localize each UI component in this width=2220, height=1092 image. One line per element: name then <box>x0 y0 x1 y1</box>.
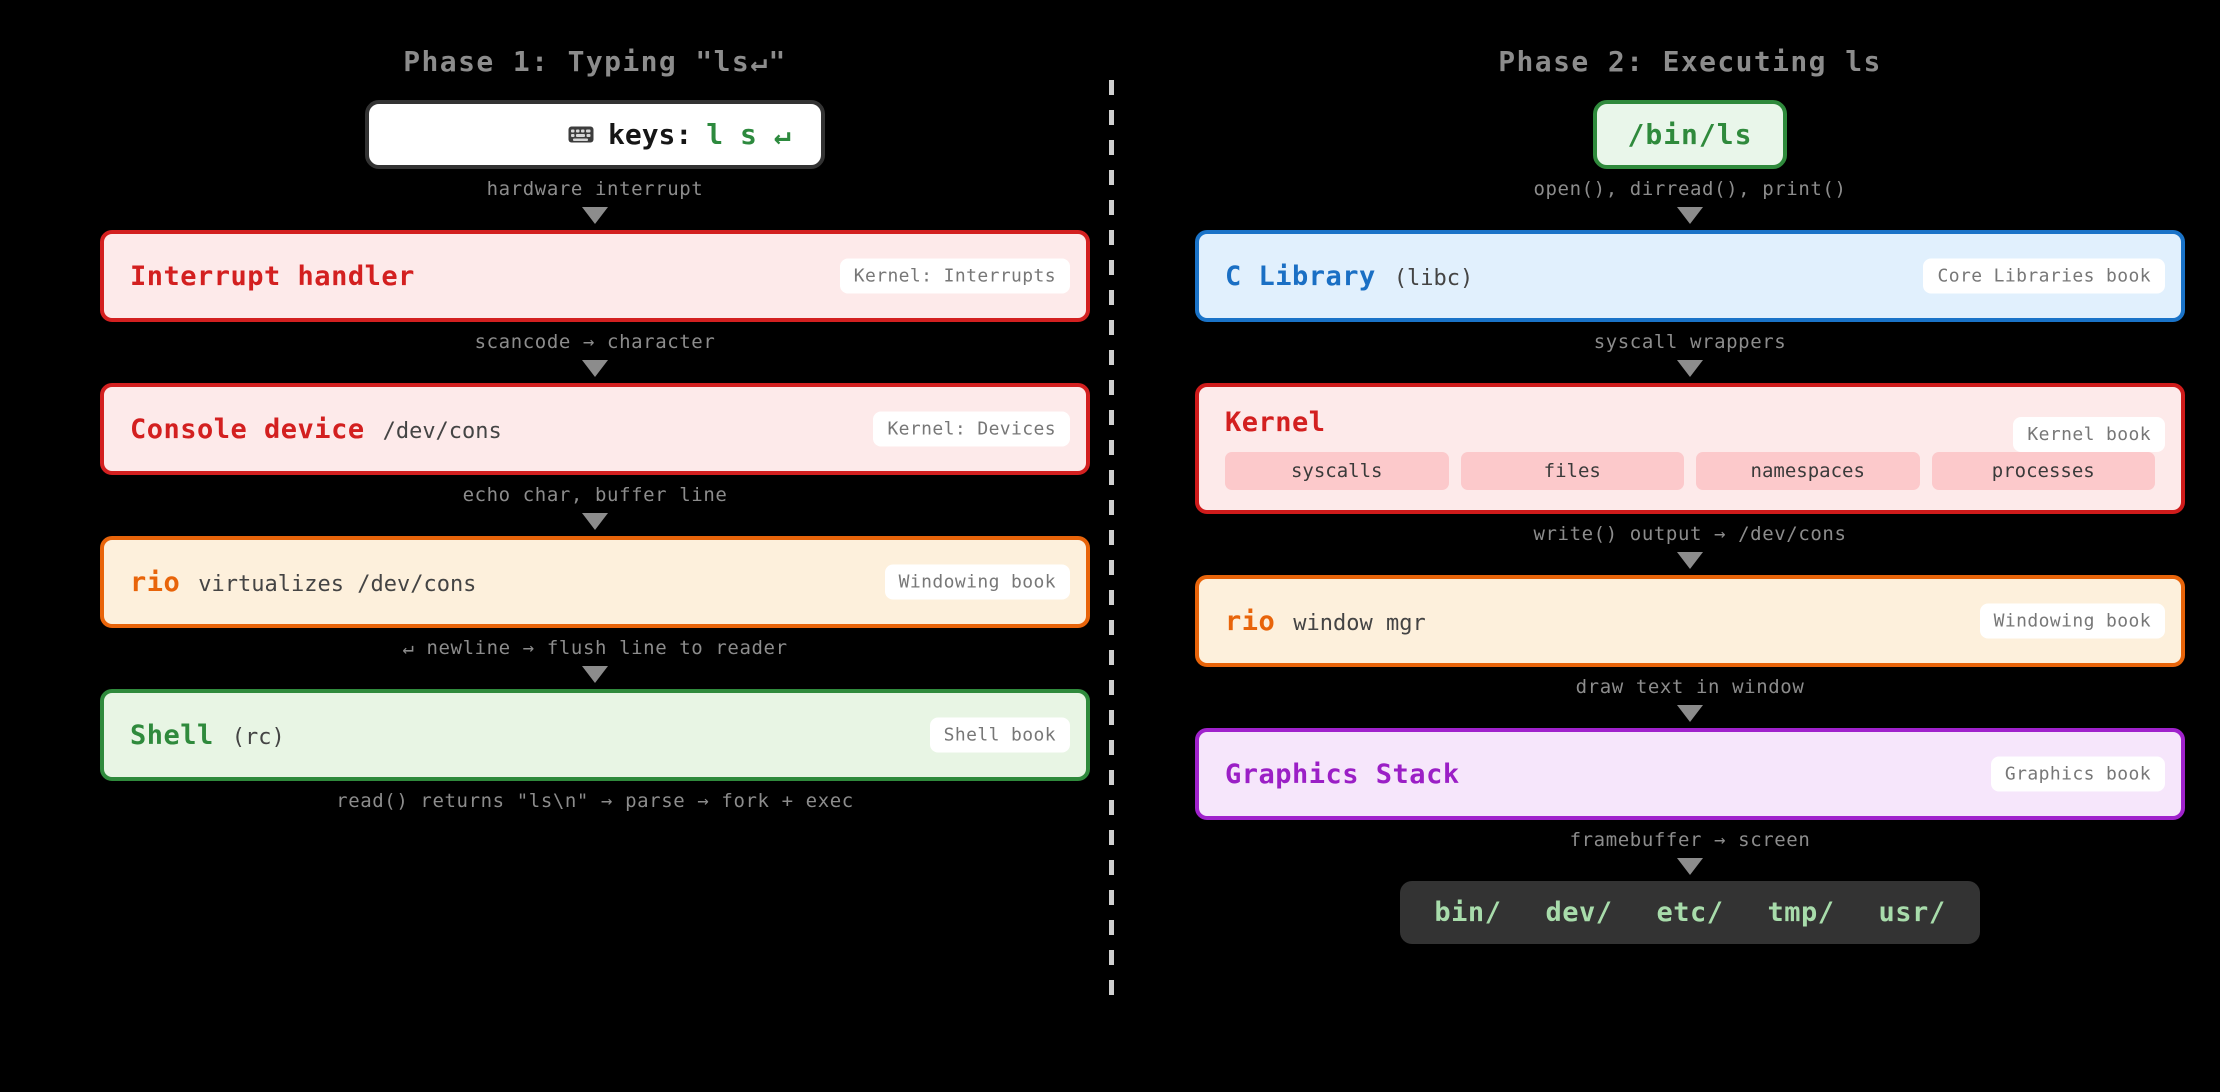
layer-badge[interactable]: Windowing book <box>1979 603 2165 639</box>
layer-rio-window-mgr[interactable]: rio window mgr Windowing book <box>1195 575 2185 667</box>
output-entry-tmp: tmp/ <box>1767 897 1835 928</box>
kernel-chip-files[interactable]: files <box>1460 452 1684 490</box>
layer-badge[interactable]: Kernel: Devices <box>873 411 1070 447</box>
layer-heading: rio virtualizes /dev/cons <box>130 567 1060 598</box>
connector-label: framebuffer → screen <box>1569 829 1811 851</box>
phase-divider <box>1109 80 1114 1010</box>
connector-p1-2: echo char, buffer line <box>100 475 1090 530</box>
kernel-subsystem-chips: syscalls files namespaces processes <box>1225 452 2155 490</box>
binls-pill-wrapper: /bin/ls <box>1195 100 2185 169</box>
arrow-down-icon <box>582 513 608 530</box>
keys-pill-label: keys: <box>607 118 693 151</box>
connector-label: draw text in window <box>1575 676 1805 698</box>
ls-output-bar: bin/ dev/ etc/ tmp/ usr/ <box>1400 881 1980 944</box>
layer-heading: Interrupt handler <box>130 261 1060 292</box>
layer-title: rio <box>1225 605 1276 637</box>
arrow-down-icon <box>582 360 608 377</box>
keyboard-icon <box>399 126 594 143</box>
connector-p1-1: scancode → character <box>100 322 1090 377</box>
layer-subtitle: (rc) <box>231 724 285 750</box>
layer-badge[interactable]: Graphics book <box>1990 756 2165 792</box>
output-entry-bin: bin/ <box>1434 897 1502 928</box>
phase-1-title: Phase 1: Typing "ls↵" <box>403 45 787 78</box>
layer-badge[interactable]: Core Libraries book <box>1923 258 2165 294</box>
connector-p2-1: syscall wrappers <box>1195 322 2185 377</box>
layer-heading: Graphics Stack <box>1225 759 2155 790</box>
phase-2-title: Phase 2: Executing ls <box>1498 45 1882 78</box>
layer-title: Graphics Stack <box>1225 758 1460 790</box>
layer-heading: C Library (libc) <box>1225 261 2155 292</box>
output-entry-dev: dev/ <box>1545 897 1613 928</box>
layer-badge[interactable]: Shell book <box>929 717 1070 753</box>
arrow-down-icon <box>582 666 608 683</box>
output-bar-wrapper: bin/ dev/ etc/ tmp/ usr/ <box>1195 881 2185 944</box>
connector-p1-0: hardware interrupt <box>100 169 1090 224</box>
layer-badge[interactable]: Windowing book <box>884 564 1070 600</box>
layer-title: Kernel <box>1225 407 1326 438</box>
layer-subtitle: window mgr <box>1293 610 1426 636</box>
connector-p2-0: open(), dirread(), print() <box>1195 169 2185 224</box>
layer-title: rio <box>130 566 181 598</box>
binls-pill-label: /bin/ls <box>1627 118 1753 151</box>
layer-subtitle: (libc) <box>1393 265 1474 291</box>
layer-badge[interactable]: Kernel book <box>2013 417 2165 452</box>
connector-p2-4: framebuffer → screen <box>1195 820 2185 875</box>
connector-p2-2: write() output → /dev/cons <box>1195 514 2185 569</box>
kernel-chip-processes[interactable]: processes <box>1931 452 2155 490</box>
binls-pill: /bin/ls <box>1593 100 1787 169</box>
keys-pill-wrapper: keys: l s ↵ <box>100 100 1090 169</box>
layer-heading: Console device /dev/cons <box>130 414 1060 445</box>
layer-badge[interactable]: Kernel: Interrupts <box>839 258 1070 294</box>
layer-c-library[interactable]: C Library (libc) Core Libraries book <box>1195 230 2185 322</box>
arrow-down-icon <box>1677 207 1703 224</box>
layer-title: Shell <box>130 719 214 751</box>
phase-2-column: Phase 2: Executing ls /bin/ls open(), di… <box>1195 0 2185 944</box>
arrow-down-icon <box>1677 858 1703 875</box>
arrow-down-icon <box>582 207 608 224</box>
arrow-down-icon <box>1677 705 1703 722</box>
connector-label: ↵ newline → flush line to reader <box>402 637 788 659</box>
layer-subtitle: virtualizes /dev/cons <box>198 571 477 597</box>
connector-label: echo char, buffer line <box>462 484 728 506</box>
connector-p2-3: draw text in window <box>1195 667 2185 722</box>
kernel-chip-syscalls[interactable]: syscalls <box>1225 452 1449 490</box>
kernel-chip-namespaces[interactable]: namespaces <box>1696 452 1920 490</box>
connector-p1-3: ↵ newline → flush line to reader <box>100 628 1090 683</box>
output-entry-etc: etc/ <box>1656 897 1724 928</box>
layer-kernel[interactable]: Kernel Kernel book syscalls files namesp… <box>1195 383 2185 514</box>
connector-label: syscall wrappers <box>1593 331 1787 353</box>
layer-heading: rio window mgr <box>1225 606 2155 637</box>
layer-console-device[interactable]: Console device /dev/cons Kernel: Devices <box>100 383 1090 475</box>
keys-input-pill: keys: l s ↵ <box>365 100 825 169</box>
layer-graphics-stack[interactable]: Graphics Stack Graphics book <box>1195 728 2185 820</box>
layer-heading: Kernel <box>1225 407 2155 438</box>
output-entry-usr: usr/ <box>1878 897 1946 928</box>
layer-heading: Shell (rc) <box>130 720 1060 751</box>
connector-label: write() output → /dev/cons <box>1533 523 1847 545</box>
layer-rio-console[interactable]: rio virtualizes /dev/cons Windowing book <box>100 536 1090 628</box>
keys-pill-keystrokes: l s ↵ <box>706 118 791 151</box>
layer-interrupt-handler[interactable]: Interrupt handler Kernel: Interrupts <box>100 230 1090 322</box>
connector-label: open(), dirread(), print() <box>1533 178 1847 200</box>
layer-title: Console device <box>130 413 365 445</box>
connector-label: scancode → character <box>474 331 716 353</box>
connector-p1-4: read() returns "ls\n" → parse → fork + e… <box>100 781 1090 812</box>
phase-1-column: Phase 1: Typing "ls↵" <box>100 0 1090 812</box>
arrow-down-icon <box>1677 552 1703 569</box>
layer-shell[interactable]: Shell (rc) Shell book <box>100 689 1090 781</box>
connector-label: read() returns "ls\n" → parse → fork + e… <box>336 790 854 812</box>
connector-label: hardware interrupt <box>486 178 704 200</box>
layer-title: C Library <box>1225 260 1376 292</box>
arrow-down-icon <box>1677 360 1703 377</box>
layer-title: Interrupt handler <box>130 260 415 292</box>
layer-subtitle: /dev/cons <box>382 418 502 444</box>
